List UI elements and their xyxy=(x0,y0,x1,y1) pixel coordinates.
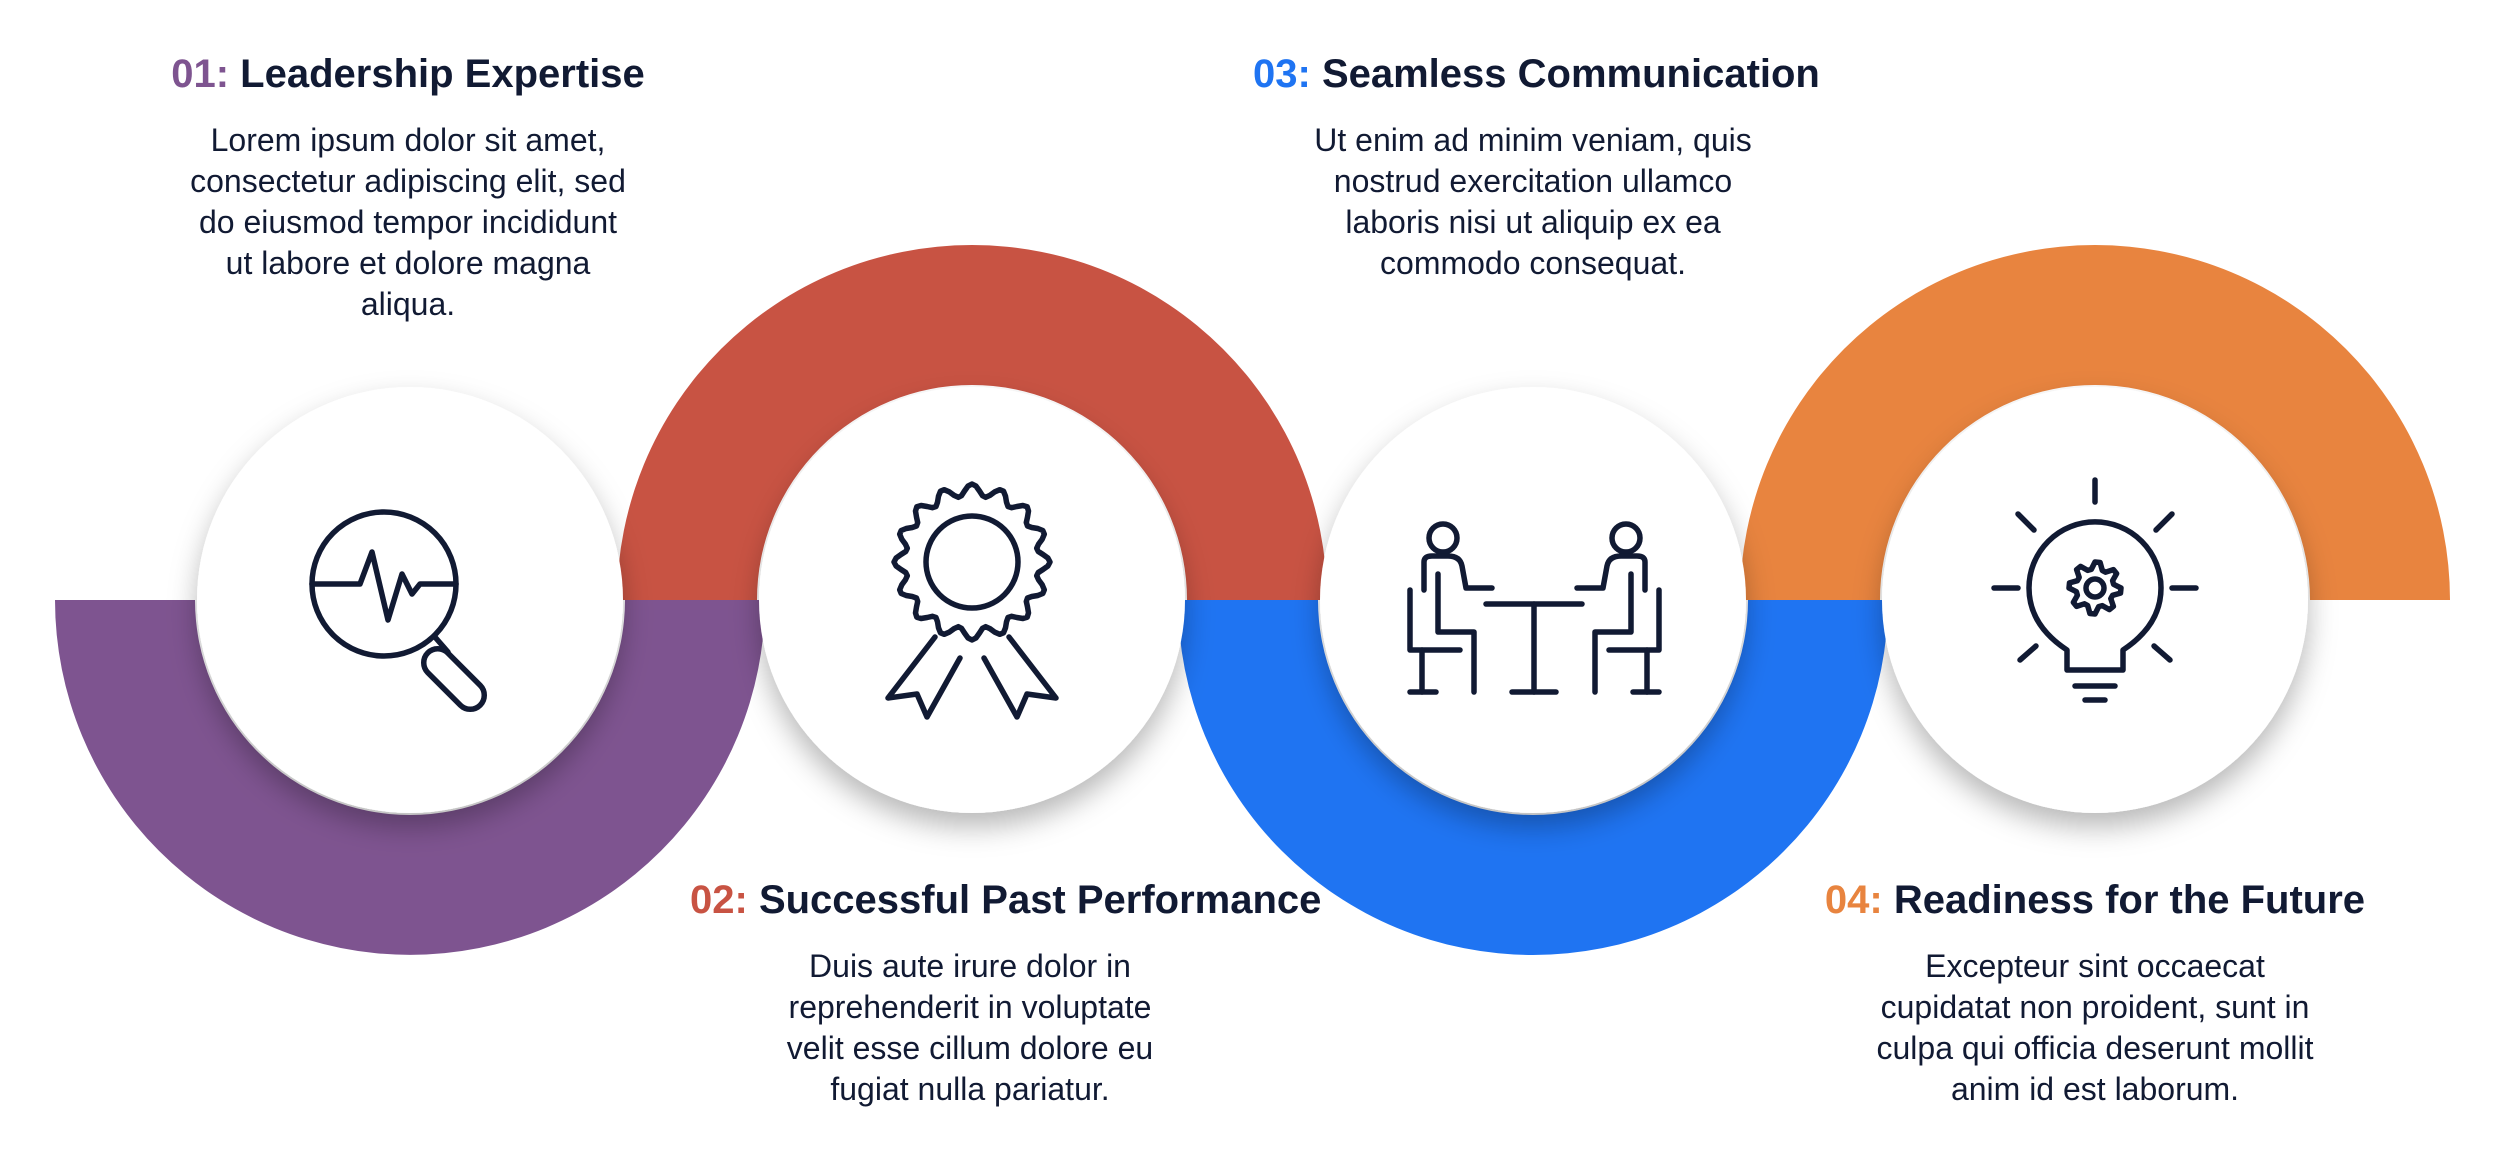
award-ribbon-icon xyxy=(885,481,1059,720)
step-3-arc xyxy=(1178,600,1888,955)
step-3-title: 03: Seamless Communication xyxy=(1253,50,1820,98)
step-4-number: 04: xyxy=(1824,878,1883,922)
step-1-title: 01: Leadership Expertise xyxy=(128,50,688,98)
step-4-arc xyxy=(1740,245,2450,600)
step-3-text: 03: Seamless Communication Ut enim ad mi… xyxy=(1253,50,1820,284)
step-1-arc xyxy=(55,600,765,955)
step-3-badge xyxy=(1320,387,1746,813)
step-4-title-text: Readiness for the Future xyxy=(1893,878,2366,922)
step-1-description: Lorem ipsum dolor sit amet, consectetur … xyxy=(190,122,626,322)
magnifier-pulse-icon xyxy=(309,509,488,713)
step-4-text: 04: Readiness for the Future Excepteur s… xyxy=(1815,876,2375,1110)
step-2-text: 02: Successful Past Performance Duis aut… xyxy=(690,876,1321,1110)
step-4-title: 04: Readiness for the Future xyxy=(1815,876,2375,924)
step-3-number: 03: xyxy=(1253,52,1311,96)
step-3-title-text: Seamless Communication xyxy=(1321,52,1820,96)
step-1-number: 01: xyxy=(171,52,230,96)
step-1-text: 01: Leadership Expertise Lorem ipsum dol… xyxy=(128,50,688,325)
step-4-badge xyxy=(1882,387,2308,813)
step-2-title-text: Successful Past Performance xyxy=(758,878,1322,922)
step-4-description: Excepteur sint occaecat cupidatat non pr… xyxy=(1876,948,2314,1107)
step-2-badge xyxy=(759,387,1185,813)
step-1-badge xyxy=(197,387,623,813)
step-2-description: Duis aute irure dolor in reprehenderit i… xyxy=(786,948,1154,1107)
step-2-number: 02: xyxy=(690,878,748,922)
meeting-table-icon xyxy=(1407,521,1662,695)
lightbulb-gear-icon xyxy=(1991,477,2199,703)
step-2-arc xyxy=(617,245,1327,600)
step-2-title: 02: Successful Past Performance xyxy=(690,876,1321,924)
step-1-title-text: Leadership Expertise xyxy=(240,52,645,96)
step-3-description: Ut enim ad minim veniam, quis nostrud ex… xyxy=(1314,122,1752,281)
